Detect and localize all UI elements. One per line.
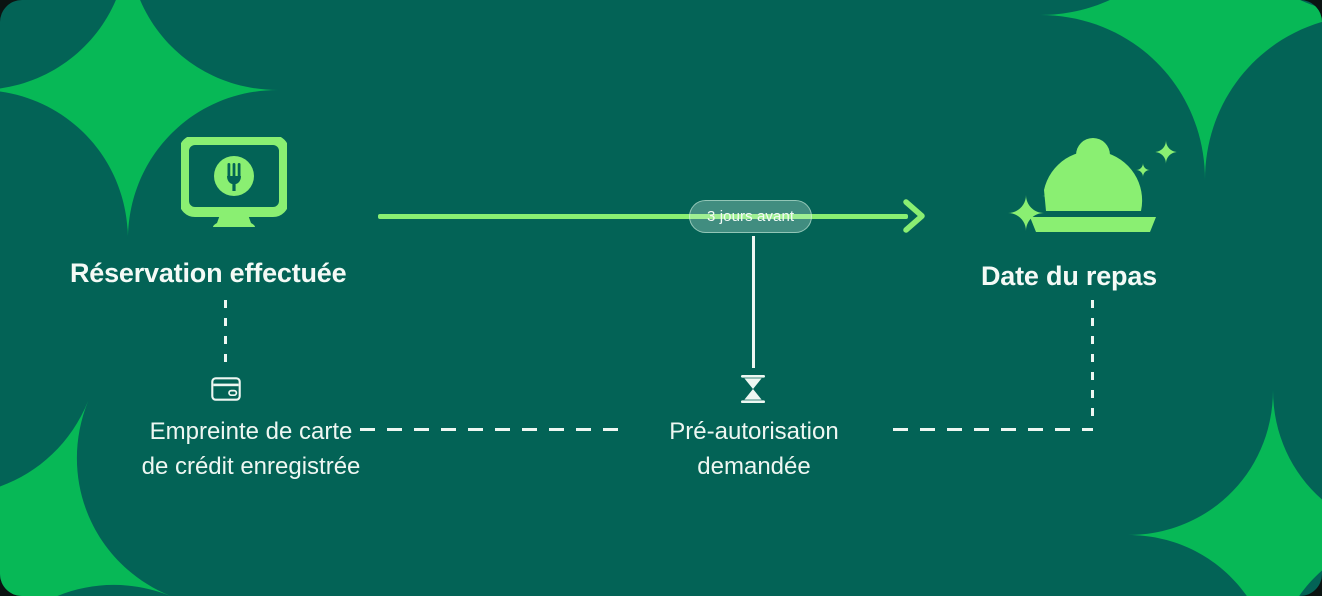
milestone-title-reservation: Réservation effectuée bbox=[70, 258, 347, 288]
timeline-badge-3-days-before[interactable]: 3 jours avant bbox=[689, 200, 813, 233]
step-label-pre-authorization: Pré-autorisation demandée bbox=[669, 418, 839, 480]
monitor-fork-icon bbox=[179, 135, 289, 236]
connector-horizontal-right bbox=[893, 428, 1093, 431]
corner-sparkle-bottom-right bbox=[1128, 390, 1322, 596]
arrow-right-icon bbox=[902, 198, 928, 234]
connector-vertical-middle bbox=[752, 236, 755, 368]
step-label-card-imprint: Empreinte de carte de crédit enregistrée bbox=[141, 418, 361, 480]
connector-vertical-left bbox=[224, 300, 227, 370]
credit-card-icon bbox=[211, 377, 241, 406]
timeline-arrow-line bbox=[378, 214, 908, 219]
hourglass-icon bbox=[739, 374, 767, 409]
timeline-badge-label: 3 jours avant bbox=[707, 208, 795, 225]
milestone-title-meal-date: Date du repas bbox=[981, 261, 1157, 291]
connector-vertical-right bbox=[1091, 300, 1094, 422]
connector-horizontal-left bbox=[360, 428, 618, 431]
cloche-sparkle-icon bbox=[990, 133, 1180, 243]
